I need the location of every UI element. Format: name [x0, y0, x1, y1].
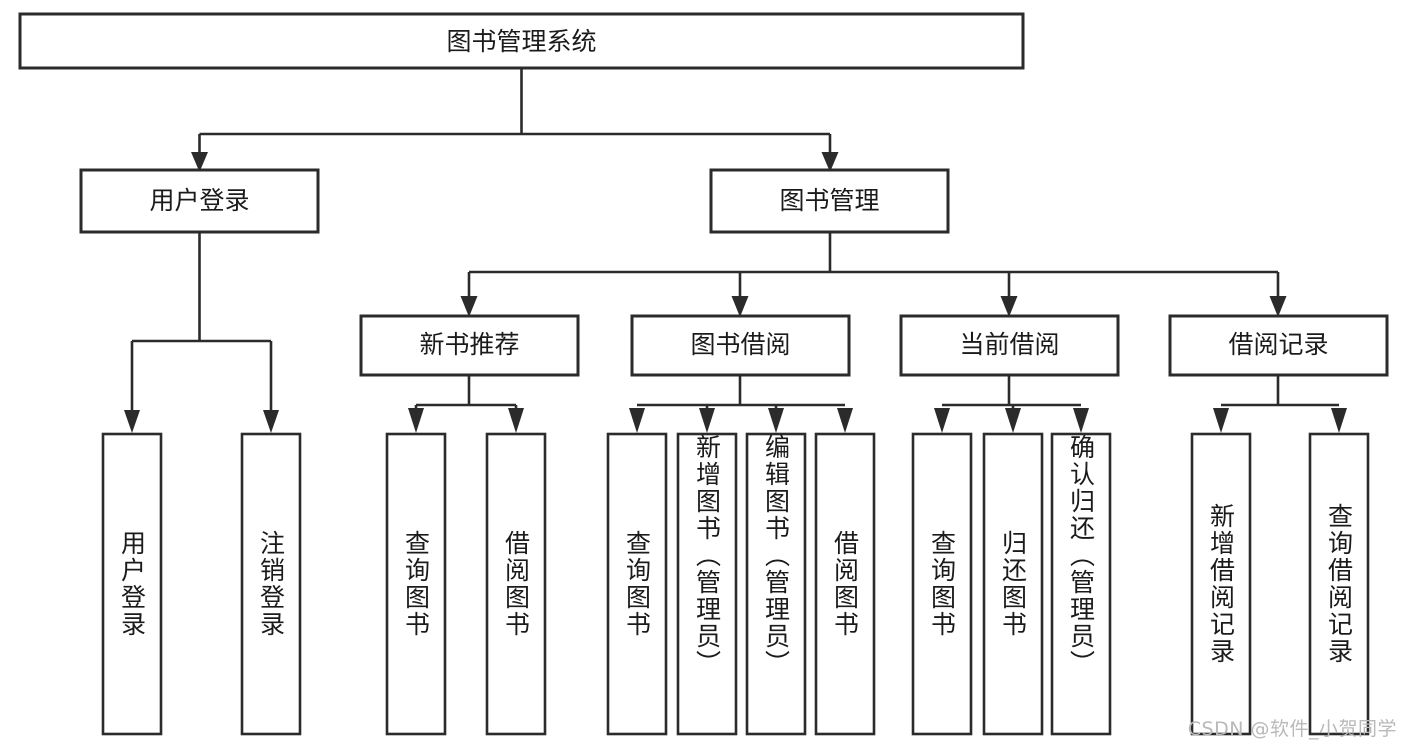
connectors-book-manage-to-level3 [460, 232, 1287, 317]
leaf-box-rec-add-record[interactable] [1190, 432, 1252, 736]
arrowhead-leaf-rec-borrow-book [508, 408, 524, 433]
arrowhead-user-login [191, 152, 208, 172]
arrowhead-leaf-rec-add-record [1213, 408, 1229, 433]
node-book-borrow-box[interactable] [630, 314, 851, 377]
arrowhead-new-book-rec [460, 296, 478, 317]
leaf-box-cur-confirm-return[interactable] [1050, 432, 1112, 736]
connectors-current-borrow-to-leaves [934, 375, 1089, 433]
arrowhead-leaf-rec-query-record [1331, 408, 1347, 433]
leaf-box-cur-query-book[interactable] [911, 432, 973, 736]
leaf-box-rec-query-record[interactable] [1308, 432, 1370, 736]
node-root-label: 图书管理系统 [446, 27, 596, 56]
arrowhead-leaf-brw-borrow-book [837, 408, 853, 433]
leaf-box-brw-query-book[interactable] [606, 432, 668, 736]
arrowhead-leaf-cur-query-book [934, 408, 950, 433]
connectors-new-book-rec-to-leaves [408, 375, 524, 433]
arrowhead-borrow-record [1269, 296, 1287, 317]
leaf-box-brw-borrow-book[interactable] [814, 432, 876, 736]
node-current-borrow[interactable]: 当前借阅 [899, 314, 1120, 377]
node-book-manage-label: 图书管理 [779, 186, 879, 215]
arrowhead-leaf-cur-return-book [1005, 408, 1021, 433]
node-book-manage[interactable]: 图书管理 [709, 168, 950, 234]
leaf-box-rec-borrow-book[interactable] [485, 432, 547, 736]
node-borrow-record-label: 借阅记录 [1228, 330, 1328, 359]
leaf-box-user-login[interactable] [101, 432, 163, 736]
leaf-box-user-logout[interactable] [240, 432, 302, 736]
arrowhead-book-borrow [731, 296, 749, 317]
node-book-borrow[interactable]: 图书借阅 [630, 314, 851, 377]
node-borrow-record-box[interactable] [1168, 314, 1389, 377]
arrowhead-leaf-user-login [124, 410, 140, 433]
node-current-borrow-box[interactable] [899, 314, 1120, 377]
arrowhead-current-borrow [1000, 296, 1018, 317]
node-book-borrow-label: 图书借阅 [690, 330, 790, 359]
arrowhead-leaf-cur-confirm-return [1073, 408, 1089, 433]
arrowhead-book-manage [821, 152, 839, 172]
node-user-login[interactable]: 用户登录 [79, 168, 320, 234]
arrowhead-leaf-user-logout [263, 410, 279, 433]
connectors-user-login-to-leaves [124, 232, 279, 433]
node-user-login-label: 用户登录 [149, 186, 249, 215]
node-current-borrow-label: 当前借阅 [959, 330, 1059, 359]
arrowhead-leaf-brw-query-book [629, 408, 645, 433]
leaf-box-brw-add-book[interactable] [676, 432, 738, 736]
leaf-box-brw-edit-book[interactable] [745, 432, 807, 736]
node-new-book-rec-label: 新书推荐 [419, 330, 519, 359]
leaf-box-rec-query-book[interactable] [385, 432, 447, 736]
node-book-manage-box[interactable] [709, 168, 950, 234]
connectors-book-borrow-to-leaves [629, 375, 853, 433]
node-new-book-rec-box[interactable] [359, 314, 580, 377]
leaf-box-cur-return-book[interactable] [982, 432, 1044, 736]
node-new-book-rec[interactable]: 新书推荐 [359, 314, 580, 377]
arrowhead-leaf-brw-add-book [699, 408, 715, 433]
node-root[interactable]: 图书管理系统 [18, 12, 1025, 70]
connectors-root-to-level2 [191, 68, 839, 172]
connectors-borrow-record-to-leaves [1213, 375, 1347, 433]
watermark-text: CSDN @软件_小贺同学 [1187, 718, 1397, 740]
arrowhead-leaf-brw-edit-book [768, 408, 784, 433]
node-user-login-box[interactable] [79, 168, 320, 234]
node-root-box[interactable] [18, 12, 1025, 70]
node-borrow-record[interactable]: 借阅记录 [1168, 314, 1389, 377]
arrowhead-leaf-rec-query-book [408, 408, 424, 433]
leaf-boxes [101, 432, 1370, 736]
